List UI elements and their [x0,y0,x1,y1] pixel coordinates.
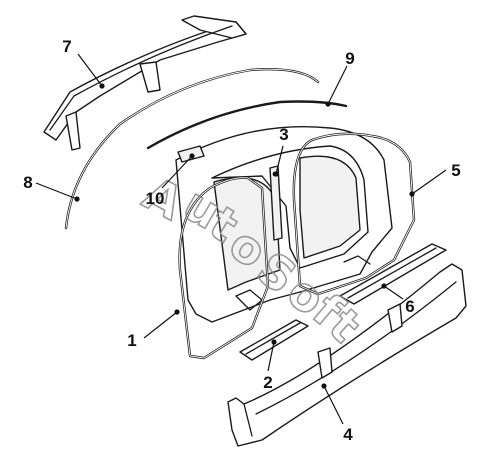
callout-6: 6 [405,297,414,316]
part-8-roof-molding [64,68,320,230]
part-4-rocker-panel [227,263,467,447]
callout-8: 8 [23,173,32,192]
part-7-roof-trim [43,15,247,151]
callout-9: 9 [345,49,354,68]
callout-5: 5 [451,161,460,180]
body-side-shell [175,125,393,323]
callout-1: 1 [127,331,136,350]
leader-lines [35,53,447,425]
callout-10: 10 [146,189,165,208]
callout-4: 4 [343,425,353,444]
part-1-front-door-seal [178,176,270,360]
callout-3: 3 [279,125,288,144]
callout-labels: 1 2 3 4 5 6 7 8 9 10 [23,37,460,444]
part-6-rear-scuff-plate [339,243,447,305]
callout-2: 2 [263,373,272,392]
part-5-rear-door-seal [292,132,416,296]
callout-7: 7 [62,37,71,56]
